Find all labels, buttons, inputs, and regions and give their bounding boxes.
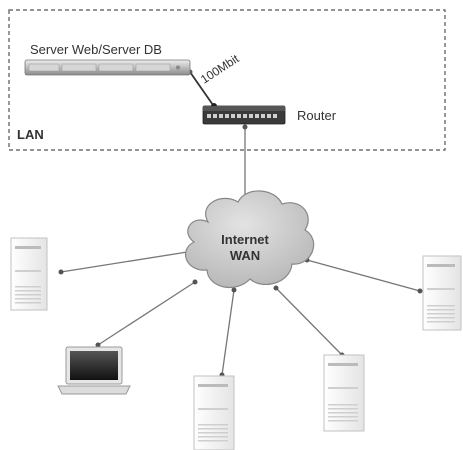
dot-laptop [95,342,101,348]
link-bottom-server [221,289,235,376]
tower-server-icon-left [10,237,48,311]
wan-label: WAN [230,248,260,263]
lan-boundary [8,9,446,151]
internet-label: Internet [221,232,269,247]
server-router-link [189,71,214,106]
dot-cloud-lowright [273,285,279,291]
link-right-server [306,259,421,292]
dot-cloud-lowleft [192,279,198,285]
link-speed-label: 100Mbit [198,51,242,86]
dot-right-server [417,288,423,294]
laptop-icon [57,346,131,395]
dot-router-bottom [242,124,248,130]
link-left-server [60,249,201,273]
tower-server-icon-bottom [193,375,235,450]
rack-server-icon [24,59,191,76]
dot-cloud-bottom [231,287,237,293]
lan-label: LAN [17,127,44,142]
internet-cloud-icon [184,190,315,288]
router-label: Router [297,108,337,123]
link-laptop [97,281,196,346]
server-label: Server Web/Server DB [30,42,162,57]
tower-server-icon-right [422,255,462,331]
connections [60,71,421,376]
dot-left-server [58,269,64,275]
router-icon [202,105,286,125]
link-bottom-right-server [275,287,343,356]
tower-server-icon-bottom-right [323,354,365,432]
